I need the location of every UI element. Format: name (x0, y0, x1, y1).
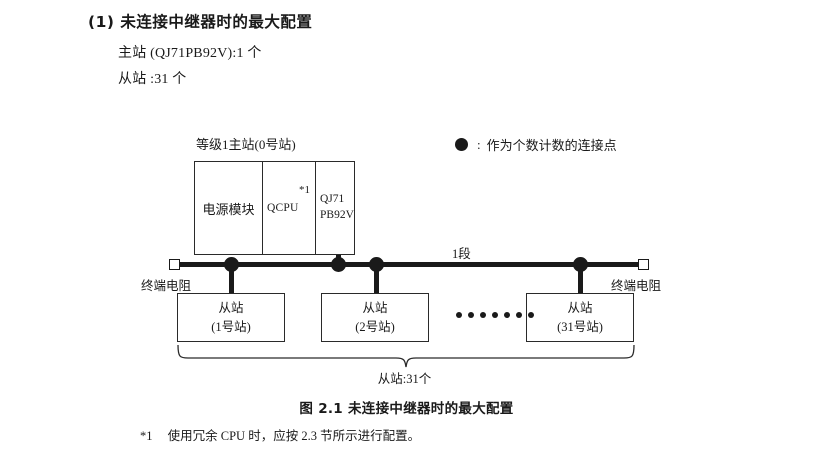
legend-colon: : (477, 136, 481, 152)
section-number: (1) (88, 13, 115, 31)
connection-node-slave-2 (369, 257, 384, 272)
drop-line-slave-2 (374, 262, 379, 295)
slave-group-brace-label-wrap: 从站:31个 (0, 368, 821, 387)
figure-caption: 图 2.1 未连接中继器时的最大配置 (299, 401, 514, 417)
slave-station-number: (2号站) (355, 319, 395, 334)
connection-node-master (331, 257, 346, 272)
section-line-master: 主站 (QJ71PB92V):1 个 (118, 46, 262, 61)
terminator-left-label: 终端电阻 (141, 279, 192, 293)
section-heading: (1) 未连接中继器时的最大配置 (88, 10, 312, 32)
section-line-slave: 从站 :31 个 (118, 72, 187, 87)
connection-node-slave-31 (573, 257, 588, 272)
cpu-label: QCPU (267, 202, 299, 214)
slave-group-brace (177, 344, 635, 368)
slave-name: 从站 (362, 301, 388, 316)
figure-caption-wrap: 图 2.1 未连接中继器时的最大配置 (0, 397, 821, 417)
legend: : 作为个数计数的连接点 (455, 135, 617, 154)
slave-group-brace-label: 从站:31个 (377, 372, 432, 386)
ellipsis-dot (528, 312, 534, 318)
slave-station-number: (31号站) (557, 319, 603, 334)
cpu-footnote-mark: *1 (299, 184, 310, 196)
filled-circle-icon (455, 138, 468, 151)
rack-cell-cpu: QCPU *1 (263, 162, 316, 254)
rack-cell-network-module: QJ71 PB92V (316, 162, 356, 254)
master-rack: 电源模块 QCPU *1 QJ71 PB92V (194, 161, 355, 255)
trunk-bus-line (176, 262, 644, 267)
slave-name: 从站 (218, 301, 244, 316)
ellipsis-dot (492, 312, 498, 318)
terminator-left-icon (169, 259, 180, 270)
power-supply-label: 电源模块 (202, 201, 255, 217)
section-title-text: 未连接中继器时的最大配置 (120, 13, 313, 31)
ellipsis-dot (456, 312, 462, 318)
terminator-right-icon (638, 259, 649, 270)
legend-text: 作为个数计数的连接点 (486, 138, 617, 153)
network-module-label-line2: PB92V (320, 209, 354, 221)
slave-name: 从站 (567, 301, 593, 316)
ellipsis-dot (504, 312, 510, 318)
drop-line-slave-31 (578, 262, 583, 295)
master-station-label: 等级1主站(0号站) (196, 137, 296, 152)
slave-station-number: (1号站) (211, 319, 251, 334)
slave-station-box: 从站 (31号站) (526, 293, 634, 342)
segment-label: 1段 (452, 247, 471, 261)
slave-station-box: 从站 (1号站) (177, 293, 285, 342)
terminator-right-label: 终端电阻 (611, 279, 662, 293)
footnote: *1 使用冗余 CPU 时，应按 2.3 节所示进行配置。 (140, 425, 420, 444)
rack-cell-power-supply: 电源模块 (195, 162, 263, 254)
ellipsis-dot (468, 312, 474, 318)
footnote-mark: *1 (140, 429, 153, 443)
connection-node-slave-1 (224, 257, 239, 272)
drop-line-slave-1 (229, 262, 234, 295)
ellipsis-dot (480, 312, 486, 318)
ellipsis-dots (456, 312, 534, 318)
network-module-label-line1: QJ71 (320, 193, 345, 206)
slave-station-box: 从站 (2号站) (321, 293, 429, 342)
footnote-text: 使用冗余 CPU 时，应按 2.3 节所示进行配置。 (167, 429, 421, 443)
ellipsis-dot (516, 312, 522, 318)
